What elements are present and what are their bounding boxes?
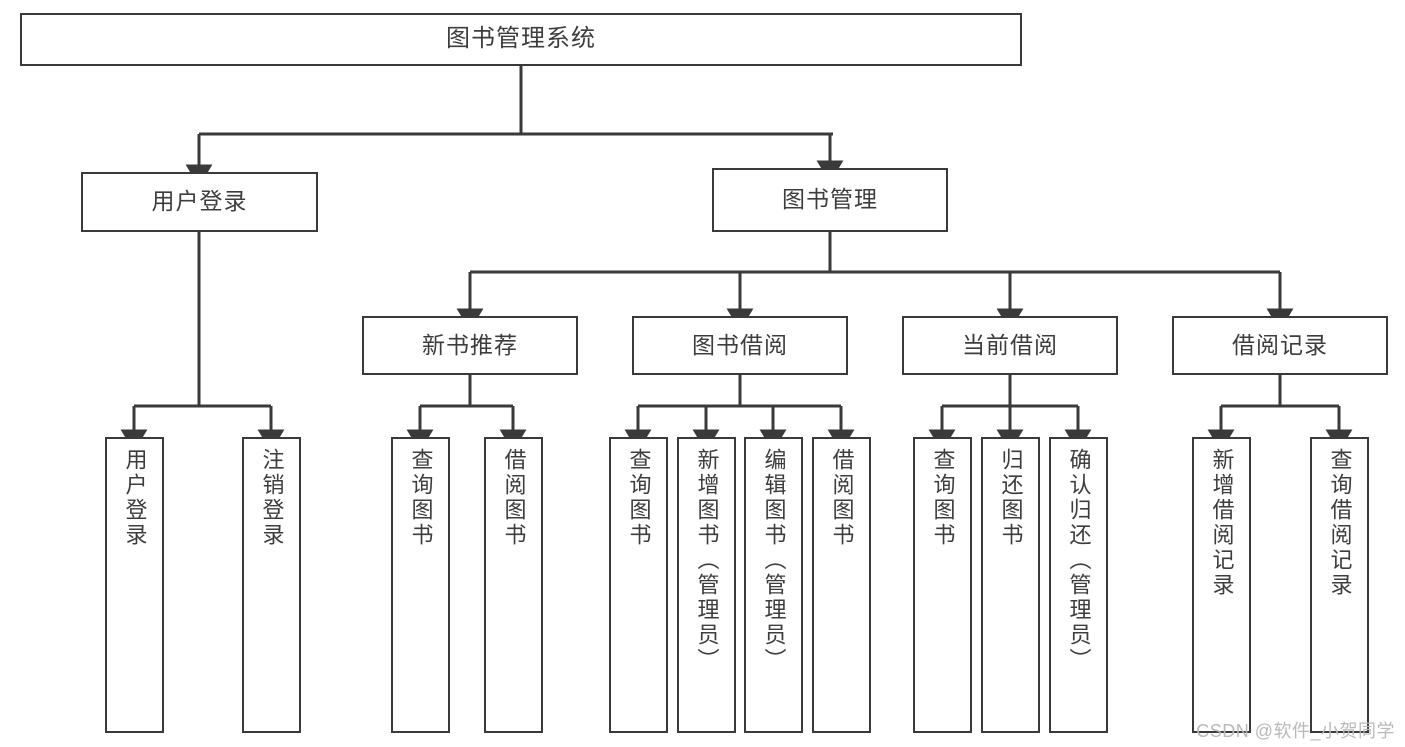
node-label: 用户登录 <box>122 448 148 548</box>
node-label: 查询图书 <box>930 448 956 548</box>
node-book-management[interactable]: 图书管理 <box>712 168 948 232</box>
leaf-confirm-return-admin[interactable]: 确认归还（管理员） <box>1049 437 1108 733</box>
node-label: 查询图书 <box>626 448 652 548</box>
node-label: 图书管理 <box>782 186 878 213</box>
leaf-query-book-3[interactable]: 查询图书 <box>913 437 972 733</box>
node-label: 借阅图书 <box>501 448 527 548</box>
leaf-borrow-book-2[interactable]: 借阅图书 <box>812 437 871 733</box>
node-label: 当前借阅 <box>962 331 1058 358</box>
leaf-edit-book-admin[interactable]: 编辑图书（管理员） <box>744 437 803 733</box>
node-label: 用户登录 <box>151 188 248 215</box>
node-user-login[interactable]: 用户登录 <box>81 172 318 232</box>
node-current-borrow[interactable]: 当前借阅 <box>902 316 1118 375</box>
leaf-borrow-book-1[interactable]: 借阅图书 <box>484 437 543 733</box>
leaf-query-book-1[interactable]: 查询图书 <box>391 437 450 733</box>
node-label: 确认归还（管理员） <box>1066 448 1092 673</box>
node-root-book-management-system[interactable]: 图书管理系统 <box>20 13 1022 66</box>
node-label: 借阅图书 <box>829 448 855 548</box>
node-book-borrow[interactable]: 图书借阅 <box>632 316 848 375</box>
leaf-user-login[interactable]: 用户登录 <box>105 437 164 733</box>
node-label: 归还图书 <box>998 448 1024 548</box>
node-label: 图书借阅 <box>692 331 788 358</box>
leaf-query-borrow-record[interactable]: 查询借阅记录 <box>1310 437 1369 733</box>
leaf-return-book[interactable]: 归还图书 <box>981 437 1040 733</box>
node-label: 借阅记录 <box>1232 331 1328 358</box>
node-label: 注销登录 <box>259 448 285 548</box>
leaf-logout-login[interactable]: 注销登录 <box>242 437 301 733</box>
leaf-add-book-admin[interactable]: 新增图书（管理员） <box>677 437 736 733</box>
node-new-book-recommend[interactable]: 新书推荐 <box>362 316 578 375</box>
node-label: 新增图书（管理员） <box>694 448 720 673</box>
node-label: 编辑图书（管理员） <box>761 448 787 673</box>
node-label: 查询图书 <box>408 448 434 548</box>
node-borrow-record[interactable]: 借阅记录 <box>1172 316 1388 375</box>
node-label: 新书推荐 <box>422 331 518 358</box>
node-label: 查询借阅记录 <box>1327 448 1353 598</box>
csdn-watermark: CSDN @软件_小贺同学 <box>1196 721 1395 741</box>
node-label: 新增借阅记录 <box>1209 448 1235 598</box>
leaf-add-borrow-record[interactable]: 新增借阅记录 <box>1192 437 1251 733</box>
node-label: 图书管理系统 <box>446 25 596 53</box>
leaf-query-book-2[interactable]: 查询图书 <box>609 437 668 733</box>
